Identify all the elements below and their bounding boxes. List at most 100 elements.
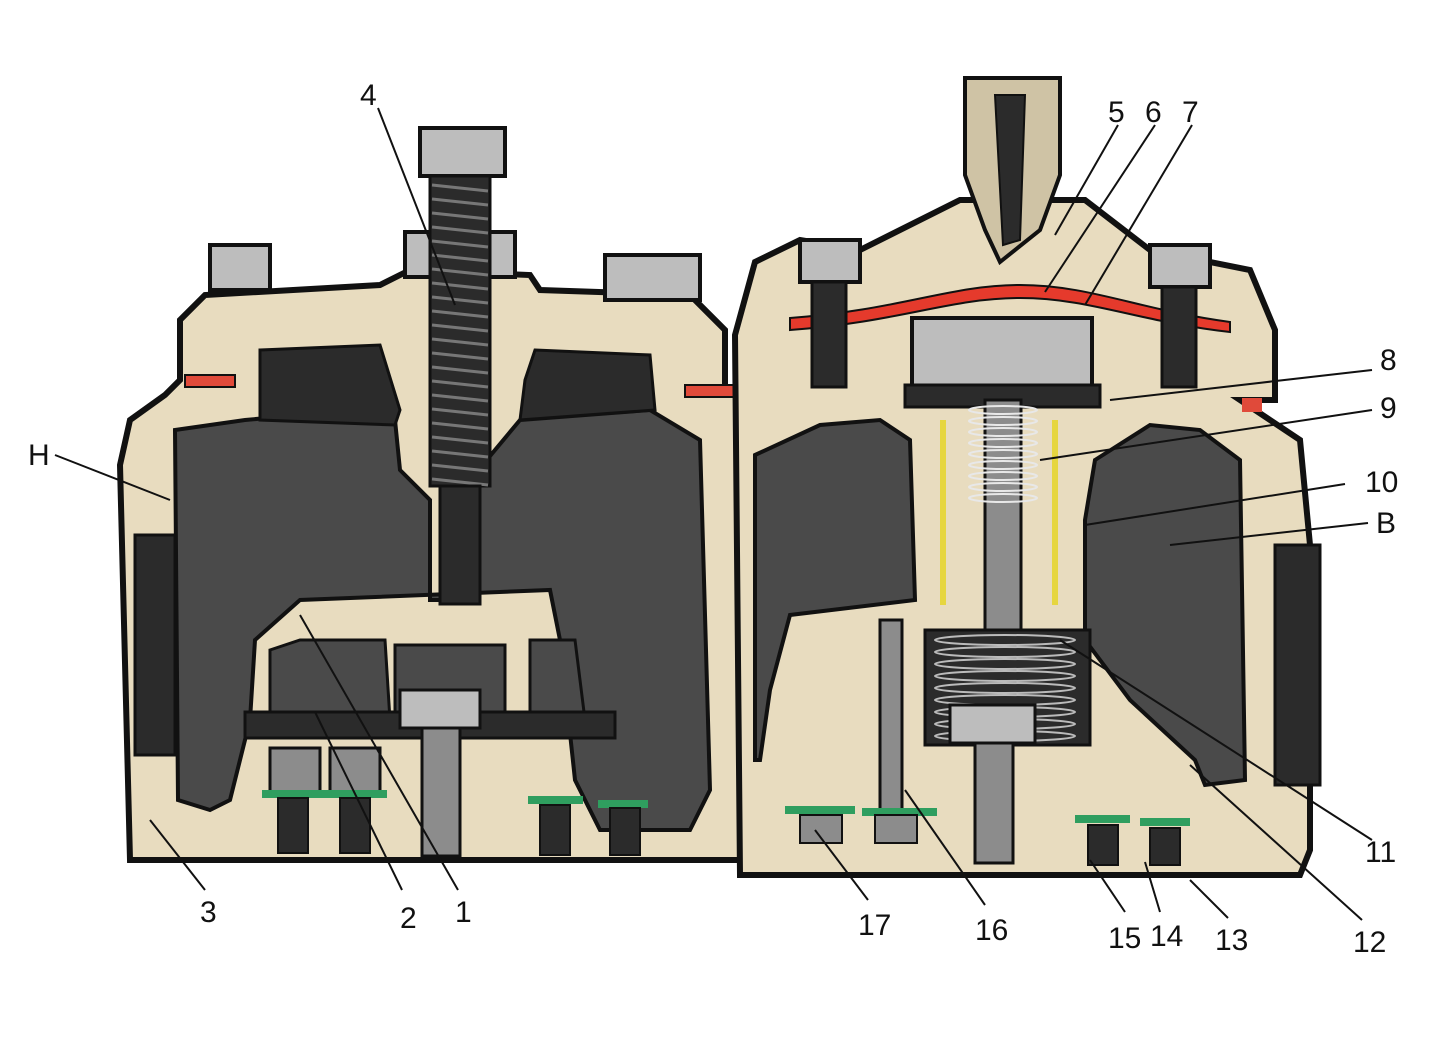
label-14: 14	[1150, 920, 1183, 953]
label-3: 3	[200, 896, 217, 929]
leader-11	[1059, 639, 1373, 841]
label-13: 13	[1215, 924, 1248, 957]
label-17: 17	[858, 909, 891, 942]
upper-spring-coil	[968, 493, 1038, 503]
upper-spring-coil	[968, 482, 1038, 492]
leader-12	[1189, 764, 1363, 921]
right-valve-washer-17	[785, 806, 855, 814]
leader-2	[314, 711, 403, 891]
diaphragm	[789, 283, 1231, 334]
label-4: 4	[360, 79, 377, 112]
lower-spring-coil	[934, 682, 1076, 694]
lower-spring-coil	[934, 646, 1076, 658]
valve-stem-3	[539, 804, 571, 856]
right-center-bolt	[973, 741, 1015, 865]
leader-H	[54, 454, 171, 501]
label-16: 16	[975, 914, 1008, 947]
leader-5	[1054, 124, 1119, 236]
left-upper-cavity-2	[518, 348, 657, 422]
leader-lines	[54, 107, 1373, 921]
outlet-fitting-bore	[993, 94, 1027, 247]
leader-7	[1084, 124, 1193, 306]
upper-spring-coil	[968, 460, 1038, 470]
screw-thread-line	[431, 239, 489, 249]
right-center-bolt-head	[948, 703, 1037, 745]
right-cavity-left	[753, 417, 918, 762]
screw-thread-line	[431, 421, 489, 431]
right-side-flange	[1273, 543, 1322, 787]
label-1: 1	[455, 896, 472, 929]
label-15: 15	[1108, 922, 1141, 955]
screw-thread-line	[431, 477, 489, 487]
valve-cap-1	[268, 746, 322, 795]
right-cover-bolt-2	[1148, 243, 1212, 289]
screw-thread-line	[431, 295, 489, 305]
upper-spring-coil	[968, 416, 1038, 426]
lower-spring-coil	[934, 634, 1076, 646]
right-valve-stem-15	[1087, 824, 1119, 866]
leader-16	[904, 789, 986, 906]
lower-spring-coil	[934, 658, 1076, 670]
valve-stem-4	[609, 807, 641, 856]
right-valve-cap-16	[874, 814, 918, 844]
leader-13	[1189, 879, 1229, 919]
left-chamber	[116, 126, 766, 863]
label-7: 7	[1182, 96, 1199, 129]
screw-hex-head	[418, 126, 507, 178]
left-side-flange	[133, 533, 177, 757]
upper-spring-coil	[968, 427, 1038, 437]
right-bolt-thread-2	[1160, 285, 1198, 389]
leader-17	[814, 829, 869, 901]
leader-9	[1039, 409, 1373, 461]
right-valve-stem-14	[1149, 827, 1181, 866]
right-gasket	[1242, 398, 1262, 412]
center-bolt-head	[398, 688, 482, 730]
valve-stem-1	[277, 797, 309, 854]
label-10: 10	[1365, 466, 1398, 499]
label-6: 6	[1145, 96, 1162, 129]
upper-spring-coil	[968, 449, 1038, 459]
screw-thread-line	[431, 407, 489, 417]
left-lower-cavity	[268, 638, 392, 722]
screw-thread-line	[431, 253, 489, 263]
right-bolt-thread-1	[810, 280, 848, 389]
screw-thread-lines	[431, 183, 489, 487]
screw-thread-line	[431, 211, 489, 221]
screw-thread-line	[431, 435, 489, 445]
screw-thread-line	[431, 225, 489, 235]
screw-thread-line	[431, 463, 489, 473]
left-valves	[262, 688, 648, 858]
upper-spring	[968, 405, 1038, 503]
leader-10	[1084, 483, 1346, 526]
part-labels: 4 5 6 7 8 9 10 B H 3 2 1 17 16 15 14 13 …	[28, 79, 1398, 959]
right-cover-bolt-1	[798, 238, 862, 284]
label-B: B	[1376, 507, 1396, 540]
valve-washer-3	[598, 800, 648, 808]
screw-thread-line	[431, 365, 489, 375]
piston	[910, 316, 1094, 388]
screw-thread-line	[431, 309, 489, 319]
label-12: 12	[1353, 926, 1386, 959]
screw-thread-line	[431, 351, 489, 361]
valve-stem-2	[339, 797, 371, 854]
leader-1	[299, 614, 459, 891]
screw-thread-line	[431, 183, 489, 193]
center-bolt	[420, 726, 462, 858]
left-cover-bolt-1	[208, 243, 272, 292]
valve-washer-1	[262, 790, 387, 798]
screw-thread-line	[431, 337, 489, 347]
label-8: 8	[1380, 344, 1397, 377]
upper-spring-coil	[968, 471, 1038, 481]
label-9: 9	[1380, 392, 1397, 425]
upper-spring-coil	[968, 405, 1038, 415]
valve-washer-2	[528, 796, 583, 804]
upper-spring-coil	[968, 438, 1038, 448]
left-cover-gasket-a	[184, 374, 236, 388]
leader-4	[377, 107, 456, 306]
label-11: 11	[1365, 836, 1396, 869]
label-H: H	[28, 439, 50, 472]
sleeve-left	[940, 420, 946, 605]
screw-thread-line	[431, 393, 489, 403]
screw-shank	[438, 484, 482, 606]
sleeve-right	[1052, 420, 1058, 605]
